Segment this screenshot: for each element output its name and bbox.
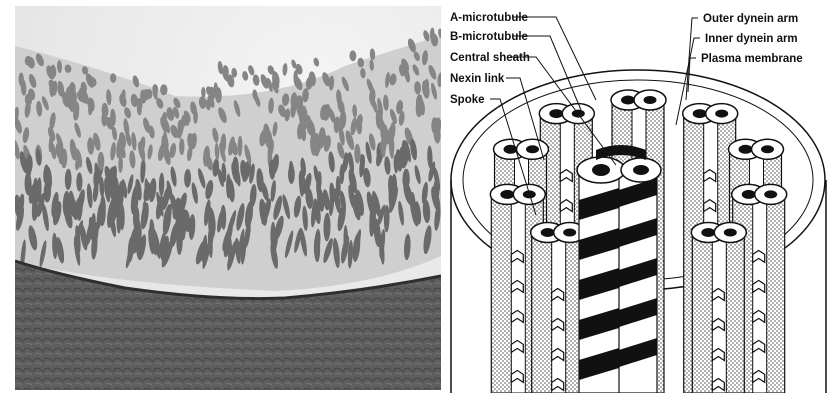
label-inner-dynein-arm: Inner dynein arm [705,33,798,45]
label-outer-dynein-arm: Outer dynein arm [703,13,798,25]
axoneme-diagram: A-microtubule B-microtubule Central shea… [446,0,831,393]
label-central-sheath: Central sheath [450,52,530,64]
label-spoke: Spoke [450,94,485,106]
central-pair-shape [577,145,661,393]
label-b-microtubule: B-microtubule [450,31,528,43]
label-a-microtubule: A-microtubule [450,12,528,24]
label-plasma-membrane: Plasma membrane [701,53,803,65]
micrograph-image [15,6,441,390]
label-nexin-link: Nexin link [450,73,505,85]
